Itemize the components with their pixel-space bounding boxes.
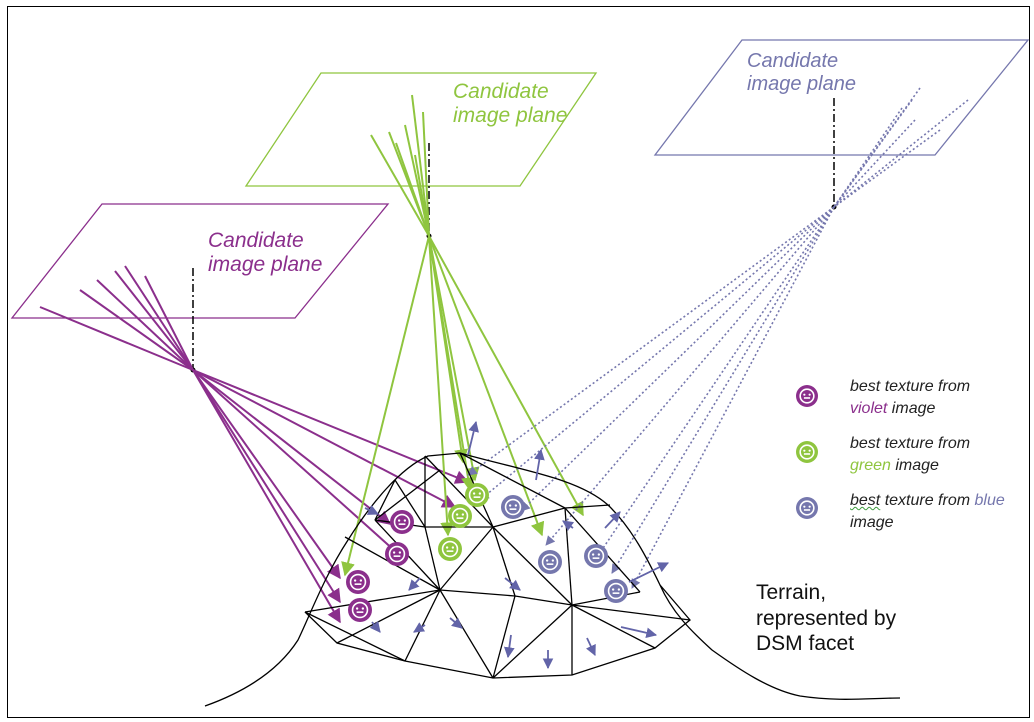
violet-smiley-icon [348,598,372,622]
terrain-label-line2: represented by [756,606,897,630]
legend-green-line2: image [890,457,939,475]
green-plane-label-line1: Candidate [453,80,549,103]
diagram-frame [7,6,1030,718]
terrain-label-line3: DSM facet [756,632,855,656]
blue-smiley-icon [584,544,608,568]
legend-blue-color-word: blue [974,492,1005,509]
green-plane-label: Candidate image plane [453,80,567,128]
blue-plane-label-line1: Candidate [747,50,839,72]
violet-rays [39,265,470,624]
blue-image-plane [653,39,1030,156]
facet-normal-arrows [364,420,669,670]
violet-plane-label-line2: image plane [208,253,323,277]
legend-green-color-word: green [850,457,891,475]
terrain-label-line1: Terrain, [756,581,827,604]
terrain-profile [204,452,901,707]
green-plane-label-line2: image plane [453,104,568,128]
blue-rays [467,87,969,589]
blue-plane-label: Candidate image plane [747,50,856,96]
blue-smiley-icon [501,495,525,519]
terrain-label: Terrain, represented by DSM facet [756,580,896,657]
blue-smiley-icon [604,579,628,603]
blue-smiley-icon [538,550,562,574]
dsm-facet-mesh [304,452,691,679]
violet-plane-label: Candidate image plane [208,229,322,277]
legend-violet-smiley-icon [796,385,818,407]
violet-smiley-icon [385,542,409,566]
facet-smileys [346,483,628,622]
green-smiley-icon [448,504,472,528]
legend-blue-label: best texture from blue image [850,490,1005,535]
violet-smiley-icon [390,510,414,534]
legend-blue-line2: image [850,514,894,532]
green-smiley-icon [465,483,489,507]
green-rays [341,94,584,577]
legend-blue-line1-a: best [850,492,881,509]
legend-violet-color-word: violet [850,400,888,418]
legend-green-label: best texture from green image [850,433,970,478]
violet-plane-label-line1: Candidate [208,229,304,252]
legend-icons [796,385,818,519]
legend-blue-smiley-icon [796,497,818,519]
legend-violet-line1: best texture from [850,378,971,395]
legend-green-smiley-icon [796,441,818,463]
legend-blue-line1-b: texture from [880,492,975,509]
legend-green-line1: best texture from [850,435,971,452]
violet-smiley-icon [346,570,370,594]
blue-plane-label-line2: image plane [747,73,856,95]
legend-violet-label: best texture from violet image [850,376,970,421]
green-smiley-icon [438,537,462,561]
green-image-plane [244,72,598,187]
violet-image-plane [10,203,390,319]
legend-violet-line2: image [887,400,936,418]
